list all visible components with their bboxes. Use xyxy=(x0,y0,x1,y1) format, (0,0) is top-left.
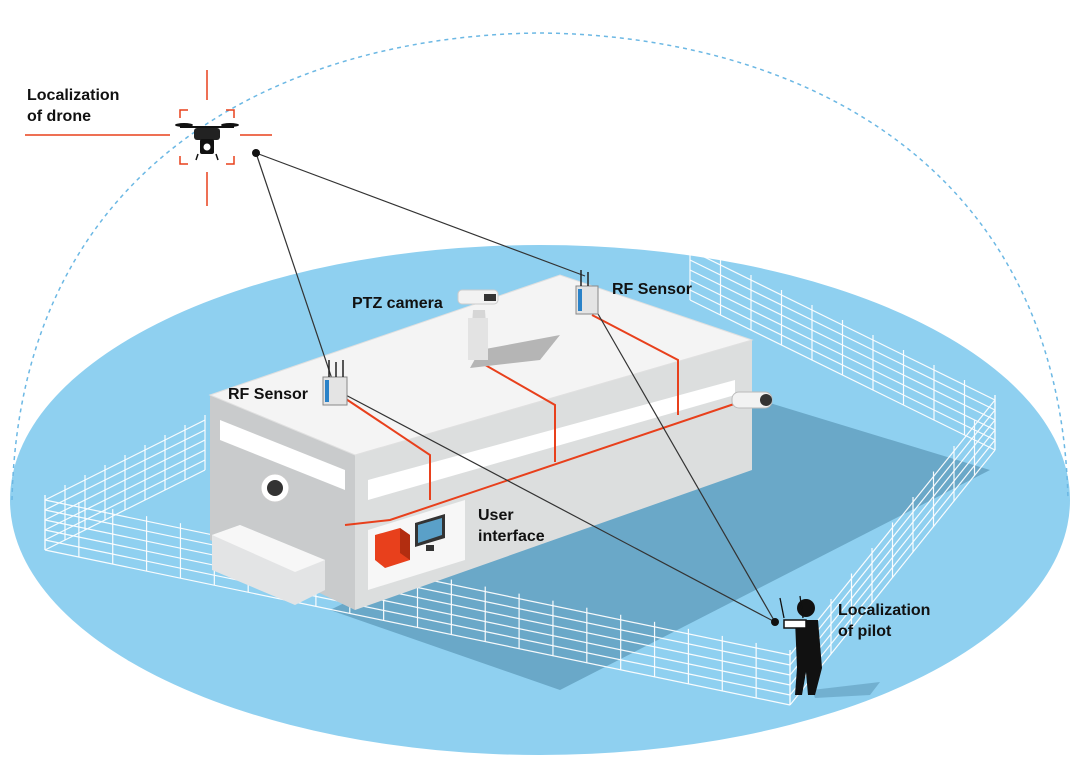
ptz-camera-label: PTZ camera xyxy=(352,295,443,312)
ptz-camera-icon xyxy=(457,289,560,368)
user-interface-label: User interface xyxy=(478,507,545,545)
target-crosshair-icon xyxy=(25,70,272,206)
monitor-icon xyxy=(415,514,445,551)
drone-icon xyxy=(175,123,239,161)
rf-sensor-icon xyxy=(575,270,599,315)
detection-dome xyxy=(11,32,1069,501)
server-icon xyxy=(375,528,410,568)
building-shadow xyxy=(330,400,990,690)
security-camera-icon xyxy=(731,391,773,409)
security-camera-icon xyxy=(260,473,290,503)
drone-fix-point xyxy=(252,149,260,157)
sight-lines xyxy=(255,152,776,623)
fence-icon xyxy=(44,245,996,706)
rf-sensor-left-label: RF Sensor xyxy=(228,386,309,403)
pilot-label: Localization of pilot xyxy=(838,602,931,640)
pilot-fix-point xyxy=(771,618,779,626)
pilot-icon xyxy=(779,595,880,698)
network-cables xyxy=(339,314,741,526)
drone-label: Localization of drone xyxy=(27,87,120,125)
rf-sensor-icon xyxy=(322,360,348,406)
rf-sensor-right-label: RF Sensor xyxy=(612,281,693,298)
